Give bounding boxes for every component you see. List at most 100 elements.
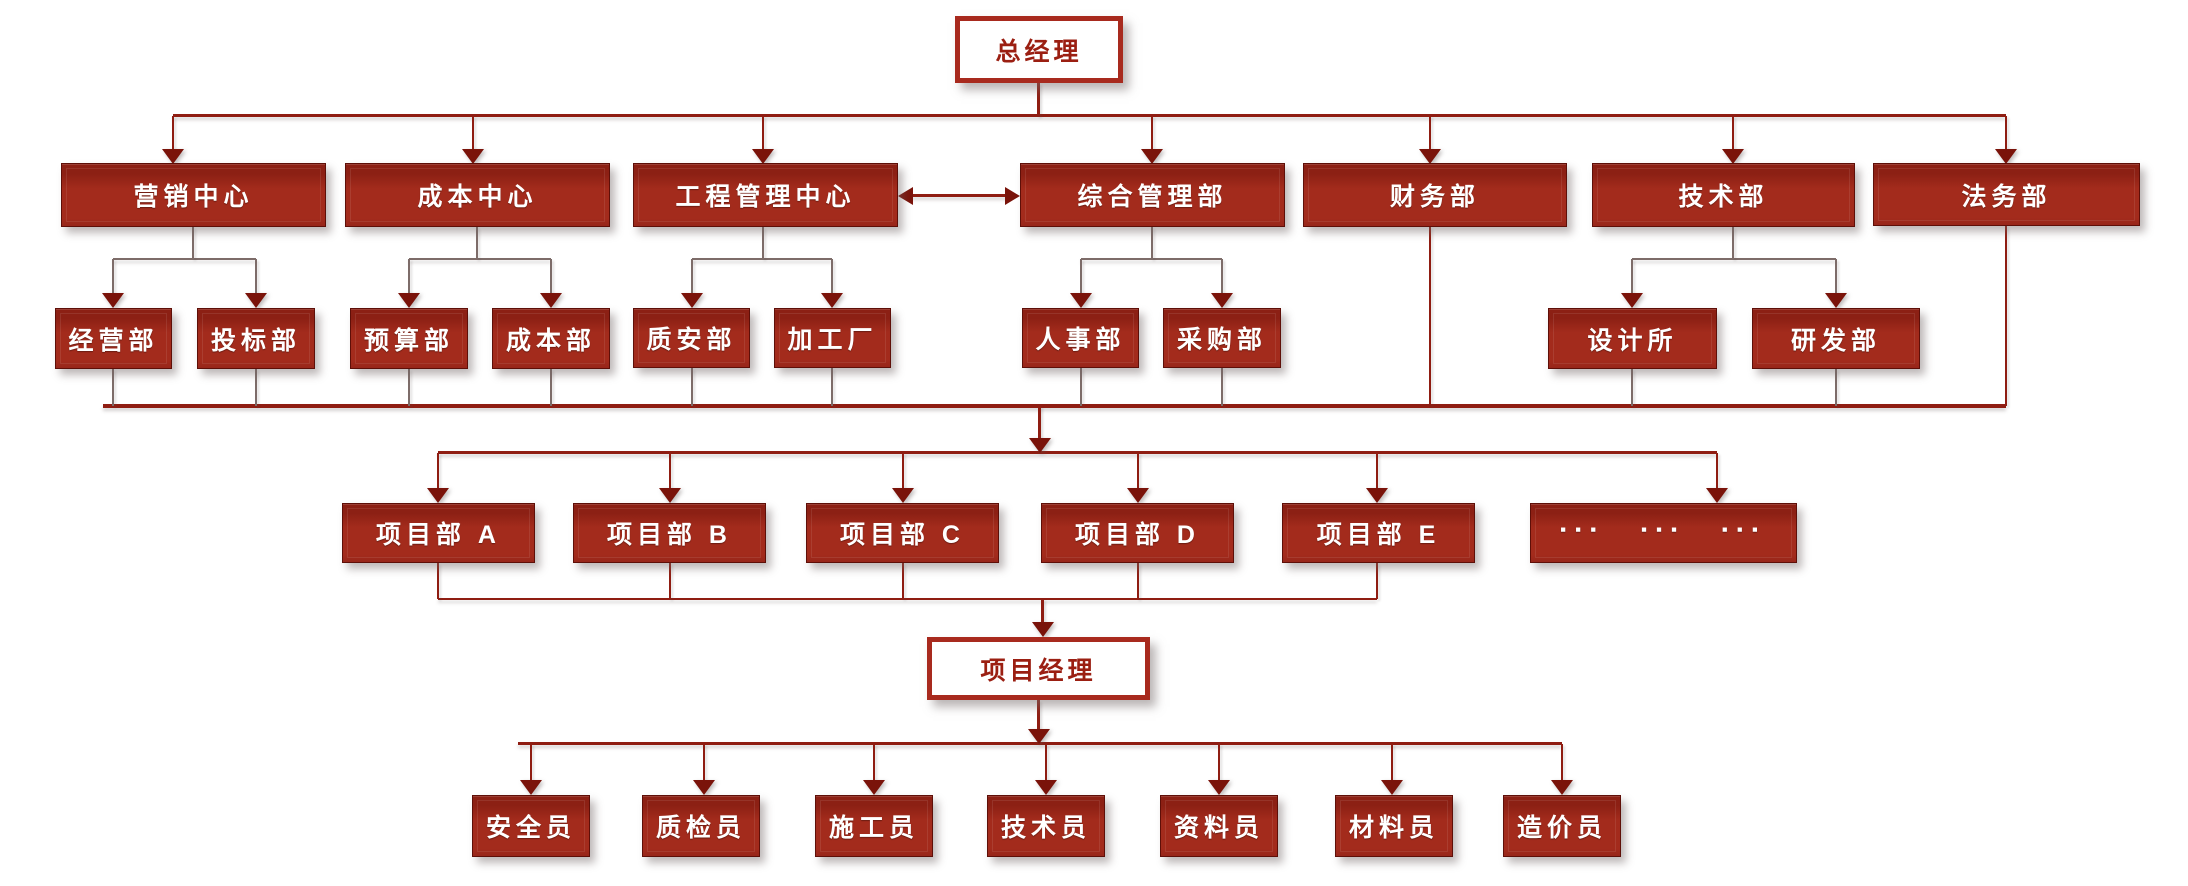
connector-vline — [476, 227, 478, 259]
connector-vline — [1716, 453, 1718, 489]
arrowhead-down-icon — [1706, 488, 1728, 503]
node-construction-officer: 施工员 — [815, 795, 933, 857]
connector-vline — [1221, 368, 1223, 406]
connector-vline — [172, 116, 174, 150]
connector-vline — [1835, 369, 1837, 406]
connector-vline — [472, 116, 474, 150]
connector-vline — [1631, 259, 1633, 294]
node-documentation-officer: 资料员 — [1160, 795, 1278, 857]
node-label-general-mgmt-dept: 综合管理部 — [1077, 183, 1228, 211]
node-label-technology-dept: 技术部 — [1678, 183, 1769, 211]
node-label-procurement-dept: 采购部 — [1176, 326, 1267, 354]
connector-vline — [1732, 116, 1734, 150]
connector-vline — [2005, 116, 2007, 150]
arrowhead-down-icon — [162, 149, 184, 164]
node-label-legal-dept: 法务部 — [1961, 182, 2052, 211]
node-project-manager: 项目经理 — [927, 637, 1150, 700]
node-rd-dept: 研发部 — [1752, 308, 1920, 369]
connector-vline — [112, 259, 114, 294]
node-label-budget-dept: 预算部 — [363, 326, 454, 355]
node-label-construction-officer: 施工员 — [828, 814, 919, 842]
connector-vline — [1151, 227, 1153, 259]
connector-vline — [437, 453, 439, 489]
arrowhead-down-icon — [1211, 293, 1233, 308]
node-materials-officer: 材料员 — [1335, 795, 1453, 857]
node-label-cost-center: 成本中心 — [417, 183, 538, 211]
connector-vline — [1376, 563, 1378, 599]
node-label-cost-estimator: 造价员 — [1516, 814, 1607, 842]
arrowhead-down-icon — [693, 780, 715, 795]
connector-vline — [1080, 368, 1082, 406]
node-project-dept-d: 项目部 D — [1041, 503, 1234, 563]
connector-vline — [408, 259, 410, 294]
node-label-cost-dept: 成本部 — [505, 326, 596, 355]
connector-hline — [173, 114, 2006, 117]
arrowhead-down-icon — [398, 293, 420, 308]
node-label-technician: 技术员 — [1000, 814, 1091, 842]
connector-vline — [1038, 406, 1041, 440]
node-legal-dept: 法务部 — [1873, 163, 2140, 226]
arrowhead-down-icon — [540, 293, 562, 308]
arrowhead-down-icon — [1366, 488, 1388, 503]
arrowhead-down-icon — [427, 488, 449, 503]
arrowhead-down-icon — [102, 293, 124, 308]
node-budget-dept: 预算部 — [350, 308, 468, 369]
node-general-mgmt-dept: 综合管理部 — [1020, 163, 1285, 227]
node-label-rd-dept: 研发部 — [1790, 326, 1881, 355]
node-quality-inspector: 质检员 — [642, 795, 760, 857]
connector-vline — [1376, 453, 1378, 489]
node-cost-center: 成本中心 — [345, 163, 610, 227]
arrowhead-down-icon — [1029, 438, 1051, 453]
node-label-design-institute: 设计所 — [1587, 326, 1678, 355]
arrowhead-down-icon — [520, 780, 542, 795]
node-label-materials-officer: 材料员 — [1348, 814, 1439, 842]
connector-vline — [902, 563, 904, 599]
arrowhead-down-icon — [681, 293, 703, 308]
node-label-general-manager: 总经理 — [995, 37, 1083, 66]
node-bidding-dept: 投标部 — [197, 308, 315, 369]
node-label-engineering-mgmt-center: 工程管理中心 — [675, 183, 856, 211]
connector-hline — [438, 451, 1717, 454]
connector-hline — [438, 598, 1377, 600]
node-label-hr-dept: 人事部 — [1035, 326, 1126, 354]
node-marketing-center: 营销中心 — [61, 163, 326, 227]
node-label-project-dept-d: 项目部 D — [1074, 521, 1200, 549]
arrowhead-down-icon — [1381, 780, 1403, 795]
arrowhead-right-icon — [1005, 187, 1020, 205]
node-label-project-dept-e: 项目部 E — [1316, 521, 1441, 549]
node-project-dept-e: 项目部 E — [1282, 503, 1475, 563]
arrowhead-down-icon — [1621, 293, 1643, 308]
node-business-dept: 经营部 — [55, 308, 172, 369]
arrowhead-down-icon — [892, 488, 914, 503]
arrowhead-down-icon — [863, 780, 885, 795]
connector-vline — [112, 369, 114, 406]
connector-vline — [1429, 227, 1431, 406]
connector-vline — [1835, 259, 1837, 294]
connector-vline — [669, 453, 671, 489]
arrowhead-down-icon — [1208, 780, 1230, 795]
node-hr-dept: 人事部 — [1022, 308, 1139, 368]
node-project-dept-a: 项目部 A — [342, 503, 535, 563]
connector-hline — [1081, 258, 1222, 260]
connector-vline — [550, 369, 552, 406]
node-label-processing-plant: 加工厂 — [787, 326, 878, 354]
connector-vline — [192, 227, 194, 259]
node-safety-officer: 安全员 — [472, 795, 590, 857]
node-label-documentation-officer: 资料员 — [1173, 814, 1264, 842]
connector-vline — [437, 563, 439, 599]
node-label-project-dept-c: 项目部 C — [839, 521, 965, 549]
connector-vline — [550, 259, 552, 294]
arrowhead-down-icon — [1070, 293, 1092, 308]
node-procurement-dept: 采购部 — [1163, 308, 1281, 368]
node-label-finance-dept: 财务部 — [1389, 183, 1480, 211]
arrowhead-down-icon — [1141, 149, 1163, 164]
node-design-institute: 设计所 — [1548, 308, 1717, 369]
connector-vline — [1391, 744, 1393, 781]
connector-vline — [255, 369, 257, 406]
connector-vline — [691, 259, 693, 294]
connector-vline — [762, 116, 764, 150]
node-label-project-manager: 项目经理 — [980, 656, 1097, 685]
connector-vline — [831, 368, 833, 406]
arrowhead-left-icon — [898, 187, 913, 205]
connector-vline — [902, 453, 904, 489]
